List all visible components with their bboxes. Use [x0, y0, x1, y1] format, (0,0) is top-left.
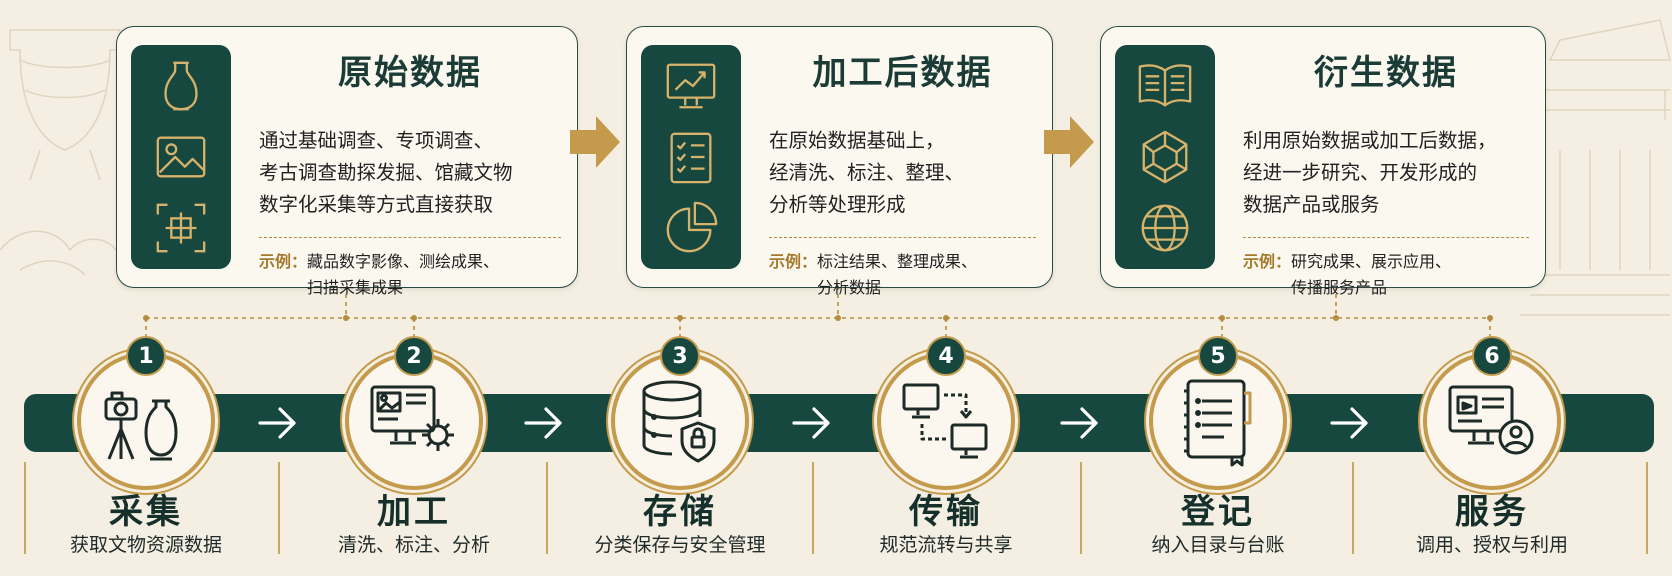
monitor-user-icon: [1448, 385, 1534, 455]
card-icon-strip: [131, 45, 231, 269]
example-label: 示例：: [769, 252, 818, 271]
step-number: 4: [926, 336, 966, 376]
divider: [24, 462, 26, 554]
card-description: 通过基础调查、专项调查、 考古调查勘探发掘、馆藏文物 数字化采集等方式直接获取: [259, 129, 513, 216]
arrow-right-icon: [1328, 404, 1372, 442]
monitor-gear-icon: [370, 385, 454, 451]
open-book-icon: [1134, 57, 1196, 115]
example-label: 示例：: [1243, 252, 1292, 271]
card-description: 利用原始数据或加工后数据， 经进一步研究、开发形成的 数据产品或服务: [1243, 129, 1497, 216]
divider: [1352, 462, 1354, 554]
divider: [259, 237, 561, 238]
divider: [769, 237, 1036, 238]
card-title: 衍生数据: [1314, 53, 1458, 93]
step-number: 2: [394, 336, 434, 376]
divider: [1080, 462, 1082, 554]
arrow-right-icon: [1058, 404, 1102, 442]
stage-title: 登记: [1181, 492, 1255, 532]
stage-subtitle: 规范流转与共享: [879, 534, 1013, 556]
card-processed-data: 加工后数据 在原始数据基础上， 经清洗、标注、整理、 分析等处理形成 示例： 标…: [626, 26, 1053, 297]
example-text: 标注结果、整理成果、 分析数据: [817, 252, 978, 297]
stage-store-circle: [611, 352, 749, 490]
card-example: 示例： 藏品数字影像、测绘成果、 扫描采集成果: [259, 249, 565, 301]
arrow-right-icon: [256, 404, 300, 442]
card-derived-data: 衍生数据 利用原始数据或加工后数据， 经进一步研究、开发形成的 数据产品或服务 …: [1100, 26, 1546, 297]
image-icon: [150, 128, 212, 186]
stage-subtitle: 纳入目录与台账: [1151, 534, 1285, 556]
divider: [546, 462, 548, 554]
stage-title: 服务: [1455, 492, 1529, 532]
transfer-monitors-icon: [902, 383, 988, 459]
cube-network-icon: [1134, 128, 1196, 186]
arrow-right-icon: [790, 404, 834, 442]
divider: [278, 462, 280, 554]
step-number: 1: [126, 336, 166, 376]
divider: [1243, 237, 1529, 238]
globe-icon: [1134, 199, 1196, 257]
card-icon-strip: [641, 45, 741, 269]
arrow-right-icon: [1042, 114, 1096, 170]
card-icon-strip: [1115, 45, 1215, 269]
stage-subtitle: 分类保存与安全管理: [594, 534, 766, 556]
arrow-right-icon: [568, 114, 622, 170]
example-label: 示例：: [259, 252, 308, 271]
ledger-book-icon: [1184, 379, 1252, 467]
monitor-chart-icon: [660, 57, 722, 115]
step-number: 3: [660, 336, 700, 376]
scan-frame-icon: [150, 199, 212, 257]
stage-title: 存储: [643, 492, 717, 532]
example-text: 藏品数字影像、测绘成果、 扫描采集成果: [307, 252, 500, 297]
flow-band: [24, 394, 1654, 452]
stage-subtitle: 获取文物资源数据: [69, 534, 222, 556]
divider: [1646, 462, 1648, 554]
vase-icon: [150, 57, 212, 115]
camera-vase-icon: [104, 391, 178, 461]
card-description: 在原始数据基础上， 经清洗、标注、整理、 分析等处理形成: [769, 129, 965, 216]
stage-title: 采集: [109, 492, 183, 532]
stage-service-circle: [1423, 352, 1561, 490]
arrow-right-icon: [522, 404, 566, 442]
database-lock-icon: [642, 380, 716, 463]
card-title: 原始数据: [338, 53, 482, 93]
step-number: 5: [1198, 336, 1238, 376]
pie-chart-icon: [660, 199, 722, 257]
stage-title: 加工: [377, 492, 451, 532]
card-example: 示例： 标注结果、整理成果、 分析数据: [769, 249, 1040, 301]
stage-subtitle: 清洗、标注、分析: [337, 534, 490, 556]
checklist-icon: [660, 128, 722, 186]
example-text: 研究成果、展示应用、 传播服务产品: [1291, 252, 1452, 297]
stage-title: 传输: [909, 492, 983, 532]
divider: [812, 462, 814, 554]
card-title: 加工后数据: [812, 53, 993, 93]
card-example: 示例： 研究成果、展示应用、 传播服务产品: [1243, 249, 1533, 301]
step-number: 6: [1472, 336, 1512, 376]
stage-subtitle: 调用、授权与利用: [1415, 534, 1568, 556]
card-raw-data: 原始数据 通过基础调查、专项调查、 考古调查勘探发掘、馆藏文物 数字化采集等方式…: [116, 26, 578, 297]
